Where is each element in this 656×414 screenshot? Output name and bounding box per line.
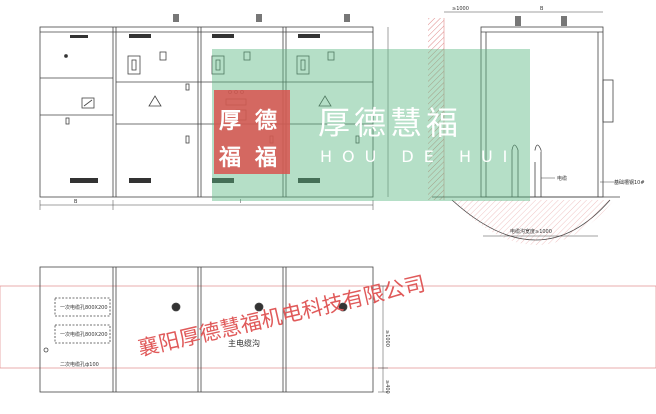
front-view — [39, 14, 389, 210]
trench-band — [0, 285, 656, 369]
cabinet-footprint — [39, 266, 374, 393]
plan-label-main-trench: 主电缆沟 — [228, 338, 260, 348]
side-label-trench: 电缆沟宽度≥1000 — [510, 228, 552, 235]
side-dim-top-left: ≥1000 — [452, 6, 469, 12]
plan-label-hole-3: 二次电缆孔ф100 — [60, 361, 99, 368]
watermark-seal: 厚 德 福 福 — [214, 90, 290, 174]
watermark-cn-text: 厚德慧福 — [318, 104, 462, 142]
plan-dim-right: ≥1000 — [384, 330, 390, 347]
switchgear-outline — [39, 26, 374, 198]
svg-text:福: 福 — [218, 145, 241, 171]
watermark-en-text: HOU DE HUI FU — [320, 147, 573, 166]
side-dim-top-right: B — [540, 6, 544, 12]
svg-text:德: 德 — [255, 108, 277, 134]
side-label-cable: 电缆 — [557, 175, 567, 182]
plan-dim-right-lower: ≥400 — [384, 380, 390, 394]
svg-text:厚: 厚 — [219, 108, 241, 134]
lifting-lugs — [173, 14, 350, 22]
front-dim-bottom-label: l — [240, 199, 241, 205]
plan-view — [0, 266, 656, 393]
side-view — [428, 11, 620, 245]
svg-text:福: 福 — [254, 145, 277, 171]
plan-label-hole-2: 一次电缆孔800X200 — [60, 331, 108, 338]
wall-hatch — [428, 18, 444, 200]
plan-label-hole-1: 一次电缆孔800X200 — [60, 304, 108, 311]
watermark-company: 襄阳厚德慧福机电科技有限公司 — [136, 271, 428, 361]
side-label-base-steel: 基础槽钢10# — [614, 179, 645, 186]
front-dim-left-label: B — [74, 199, 78, 205]
